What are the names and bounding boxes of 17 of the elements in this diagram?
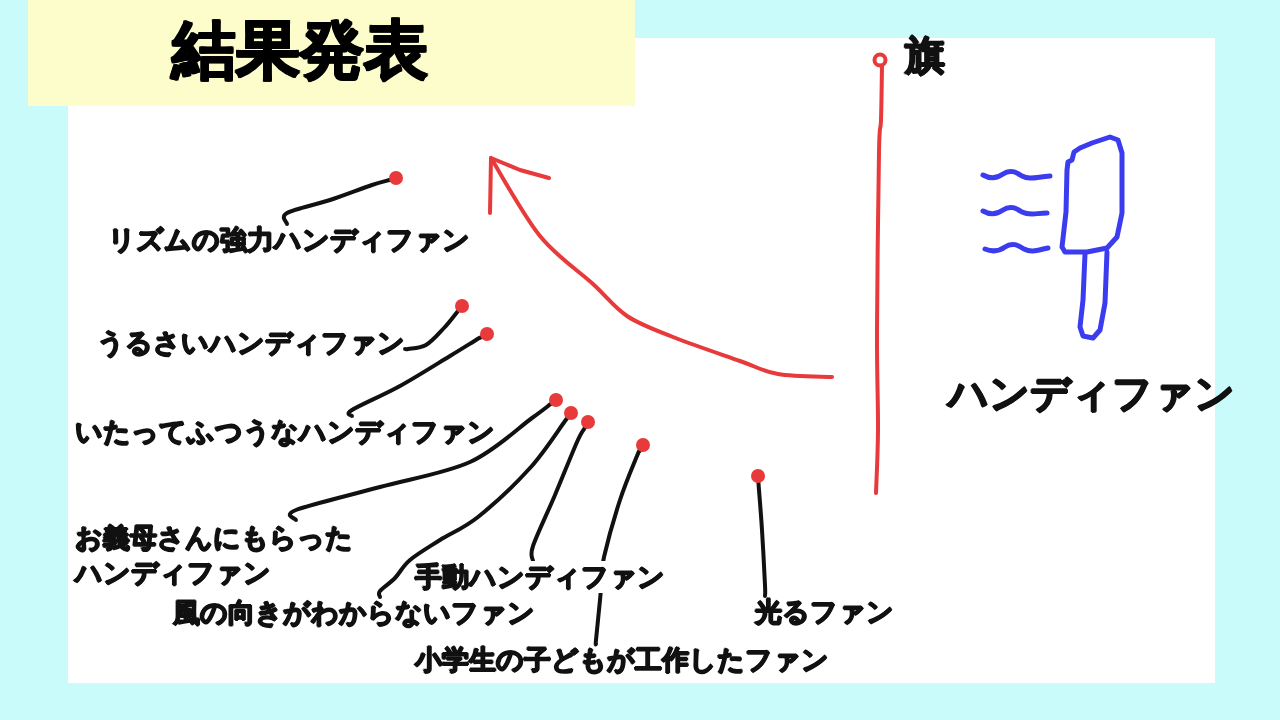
leader-line [403, 309, 460, 352]
callout-label: 光るファン [755, 596, 894, 628]
drawing-label: ハンディファン [948, 371, 1235, 415]
callout-label: うるさいハンディファン [97, 327, 405, 359]
leader-line [346, 335, 483, 418]
callout-label: 小学生の子どもが工作したファン [415, 644, 829, 676]
callout-label: 手動ハンディファン [415, 561, 665, 593]
leader-line [287, 402, 553, 522]
leader-line [529, 426, 587, 563]
leader-line [756, 481, 768, 598]
callout-label: 風の向きがわからないファン [173, 597, 535, 629]
leader-line [281, 178, 392, 226]
title-banner: 結果発表 [28, 0, 635, 106]
callout-label: いたってふつうなハンディファン [75, 416, 495, 448]
callout-label: リズムの強力ハンディファン [108, 224, 470, 256]
callout-label: お義母さんにもらったハンディファン [75, 520, 357, 590]
drawing-label: 旗 [905, 33, 945, 77]
